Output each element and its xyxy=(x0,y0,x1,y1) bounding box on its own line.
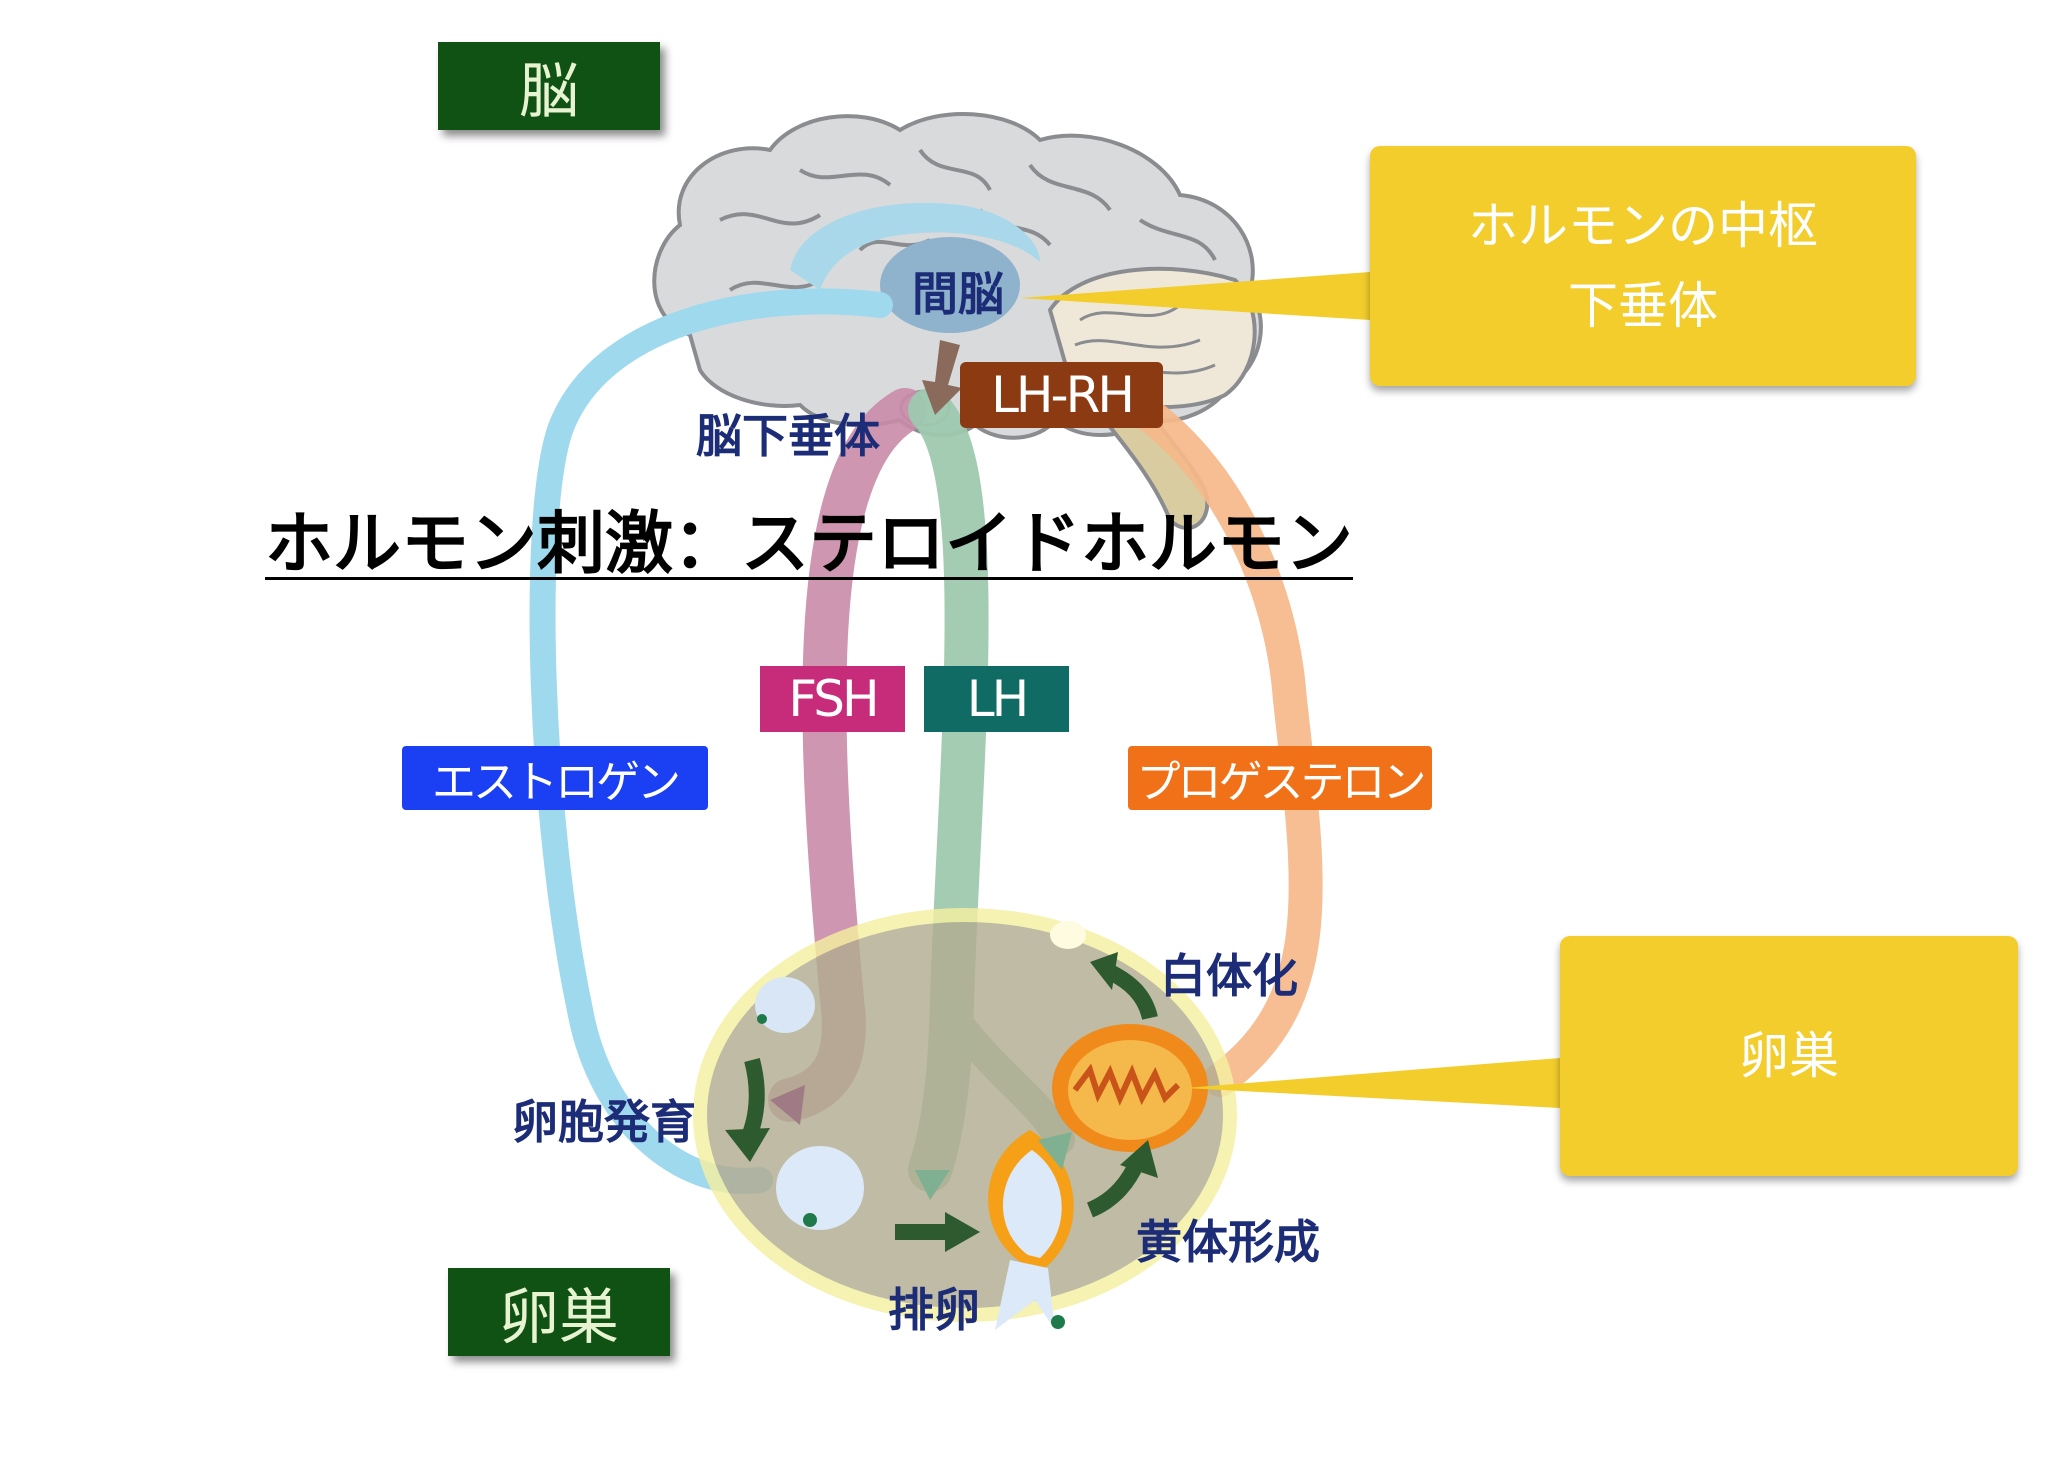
lhrh-tag: LH-RH xyxy=(960,362,1163,428)
pituitary-label: 脳下垂体 xyxy=(696,409,880,463)
progesterone-tag: プロゲステロン xyxy=(1128,746,1432,810)
pituitary-callout-line1: ホルモンの中枢 xyxy=(1468,197,1818,255)
brain-illustration xyxy=(652,112,1263,531)
fsh-label: FSH xyxy=(788,670,879,728)
ovary-box: 卵巣 xyxy=(448,1268,670,1356)
lh-tag: LH xyxy=(924,666,1069,732)
estrogen-label: エストロゲン xyxy=(432,757,681,808)
ovary-box-label: 卵巣 xyxy=(499,1282,619,1353)
lhrh-label: LH-RH xyxy=(991,366,1135,424)
lhrh-arrow xyxy=(922,340,962,415)
luteinization-label: 白体化 xyxy=(1160,949,1298,1003)
ovary-illustration xyxy=(693,908,1237,1330)
brain-box: 脳 xyxy=(438,42,660,130)
pituitary-callout: ホルモンの中枢 下垂体 xyxy=(1370,146,1916,386)
ovary-callout-line1: 卵巣 xyxy=(1739,1027,1839,1085)
ovulation-label: 排卵 xyxy=(888,1283,980,1337)
lh-label: LH xyxy=(966,670,1029,728)
bottom-callout-pointer xyxy=(1185,1058,1560,1108)
progesterone-label: プロゲステロン xyxy=(1136,757,1427,808)
ovary-callout: 卵巣 xyxy=(1560,936,2018,1176)
diencephalon-label: 間脳 xyxy=(912,267,1004,321)
brain-box-label: 脳 xyxy=(519,56,579,127)
corpus-luteum-formation-label: 黄体形成 xyxy=(1136,1215,1320,1269)
top-callout-pointer xyxy=(1020,272,1370,320)
pituitary-callout-line2: 下垂体 xyxy=(1568,277,1718,335)
estrogen-tag: エストロゲン xyxy=(402,746,708,810)
follicle-development-label: 卵胞発育 xyxy=(512,1095,696,1149)
fsh-tag: FSH xyxy=(760,666,905,732)
main-title: ホルモン刺激：ステロイドホルモン xyxy=(265,505,1354,584)
